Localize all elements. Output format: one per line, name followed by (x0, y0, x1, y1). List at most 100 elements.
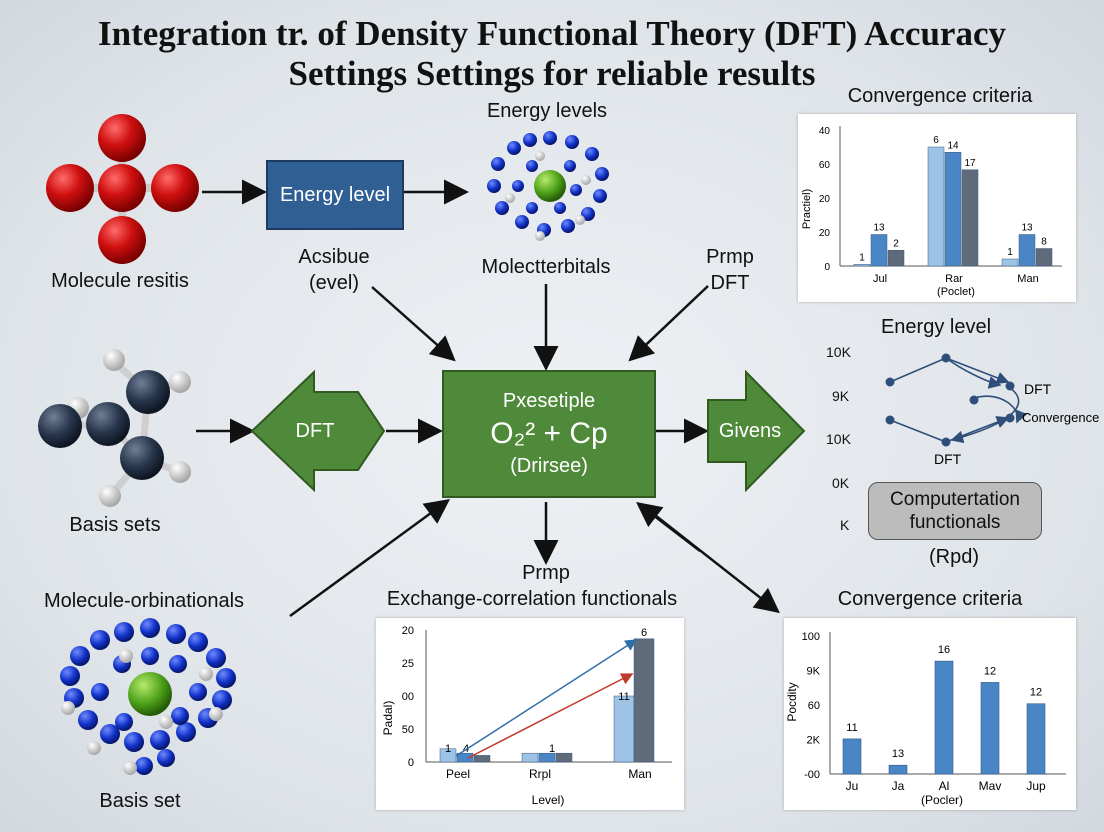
chart3-xtick: Mav (979, 779, 1002, 793)
chart2-ytick: 25 (402, 658, 414, 670)
molecule-results-label: Molecule resitis (51, 270, 189, 292)
chart2-bar (633, 638, 655, 763)
chart3-ytick: 60 (808, 700, 820, 712)
energy-ytick-1: 10K (826, 344, 852, 360)
energy-ytick-5: K (840, 517, 850, 533)
chart3-bar-label: 16 (938, 644, 950, 656)
chart3-bar (1026, 703, 1046, 775)
chart2-bar (538, 752, 556, 763)
chart1-bar (927, 146, 945, 267)
chart1-ytick: 20 (819, 228, 831, 239)
energy-levels-label: Energy levels (486, 100, 608, 122)
chart2-bar (456, 752, 474, 763)
energy-ytick-2: 9K (832, 388, 850, 404)
chart2-trend-red (467, 673, 634, 759)
energy-level-diagram: 10K 9K 10K 0K K DFT Convergence DFT (826, 344, 1099, 533)
chart3-bar (980, 682, 1000, 775)
chart3-xtick: Ju (846, 779, 859, 793)
chart2-trend-blue (455, 639, 638, 757)
chart1-bar (961, 169, 979, 267)
chart1-bar-label: 1 (859, 252, 865, 263)
chart3-bar-label: 13 (892, 748, 904, 760)
chart3-xtick: Ja (892, 779, 905, 793)
chart1-xtick: Jul (873, 273, 887, 285)
chart3-xlabel: (Pocler) (921, 793, 963, 807)
chart2-bar (521, 752, 539, 763)
chart2-xtick: Rrpl (529, 767, 551, 781)
chart1-bar-label: 2 (893, 238, 899, 249)
energy-level-box-label: Energy level (279, 183, 391, 206)
chart3-bar-label: 11 (846, 722, 857, 734)
chart2-bar-label: 11 (618, 691, 629, 703)
chart1-bar-label: 13 (1021, 223, 1033, 234)
energy-ytick-3: 10K (826, 431, 852, 447)
chart1-ytick: 0 (824, 262, 830, 273)
chart1-ytick: 60 (819, 160, 831, 171)
chart3-bar (934, 660, 954, 775)
dft-arrow-shape (250, 370, 386, 492)
acsibue-line-1: Acsibue (298, 246, 370, 268)
chart1-bar (887, 250, 905, 267)
chart2-bar (473, 755, 491, 763)
arrow-acsibue-to-center (371, 286, 456, 362)
convergence-criteria-top-title: Convergence criteria (847, 85, 1033, 107)
chart1-bar (944, 152, 962, 267)
chart3-ytick: 100 (802, 631, 820, 643)
chart1-bar-label: 8 (1041, 237, 1047, 248)
red-molecule-icon (46, 114, 199, 264)
arrow-orbinationals-to-center (289, 499, 451, 618)
chart1-bar (1018, 234, 1036, 267)
center-box-line-1: Pxesetiple (502, 390, 596, 412)
prmp-dft-line-1: Prmp (706, 246, 754, 268)
energy-ytick-4: 0K (832, 475, 850, 491)
chart1-xtick: Man (1017, 273, 1038, 285)
energy-level-box: Energy level (266, 160, 404, 230)
chart3-ytick: 2K (807, 735, 821, 747)
title-line-1: Integration tr. of Density Functional Th… (98, 14, 1006, 53)
prmp-bottom-label: Prmp (522, 562, 570, 584)
chart2-bar-label: 1 (445, 743, 451, 755)
center-box-line-3: (Drirsee) (510, 455, 588, 477)
chart2-ytick: 00 (402, 691, 414, 703)
chart3-bar (842, 738, 862, 775)
energy-node-convergence: Convergence (1022, 410, 1099, 425)
chart1-bar (853, 264, 871, 267)
chart3-xtick: Al (939, 779, 950, 793)
chart2-bar (613, 695, 635, 763)
acsibue-line-2: (evel) (308, 272, 359, 294)
energy-level-right-title: Energy level (880, 316, 992, 338)
chart1-ylabel: Practiel) (801, 189, 813, 229)
chart2-bar-label: 6 (641, 627, 647, 639)
chart2-xtick: Peel (446, 767, 470, 781)
givens-arrow-shape (707, 370, 806, 492)
chart3-bar (888, 764, 908, 775)
dft-arrow-label: DFT (295, 420, 335, 442)
center-box-line-2: O₂² + Cp (490, 417, 608, 450)
chart1-ytick: 20 (819, 194, 831, 205)
chart3-ylabel: Pocdity (785, 682, 799, 721)
acsibue-label: Acsibue (evel) (284, 244, 384, 296)
chart2-bar (555, 752, 573, 763)
chart2-ytick: 20 (402, 625, 414, 637)
chart1-bar-label: 6 (933, 135, 939, 146)
chart1-bar (1001, 258, 1019, 267)
chart1-ytick: 40 (819, 126, 831, 137)
chart2-ylabel: Padal) (381, 701, 395, 736)
molectterbitals-label: Molectterbitals (481, 256, 611, 278)
chart2-xtick: Man (628, 767, 651, 781)
energy-node-dft-2: DFT (934, 451, 962, 467)
prmp-dft-line-2: DFT (710, 272, 750, 294)
chart3-ytick: 9K (807, 666, 821, 678)
chart1-bar-label: 14 (947, 140, 959, 151)
chart2-xlabel: Level) (532, 793, 565, 807)
chart1-bar (870, 234, 888, 267)
arrow-prmp-to-center (628, 285, 709, 362)
chart1-bar (1035, 248, 1053, 267)
chart2-ytick: 50 (402, 724, 414, 736)
